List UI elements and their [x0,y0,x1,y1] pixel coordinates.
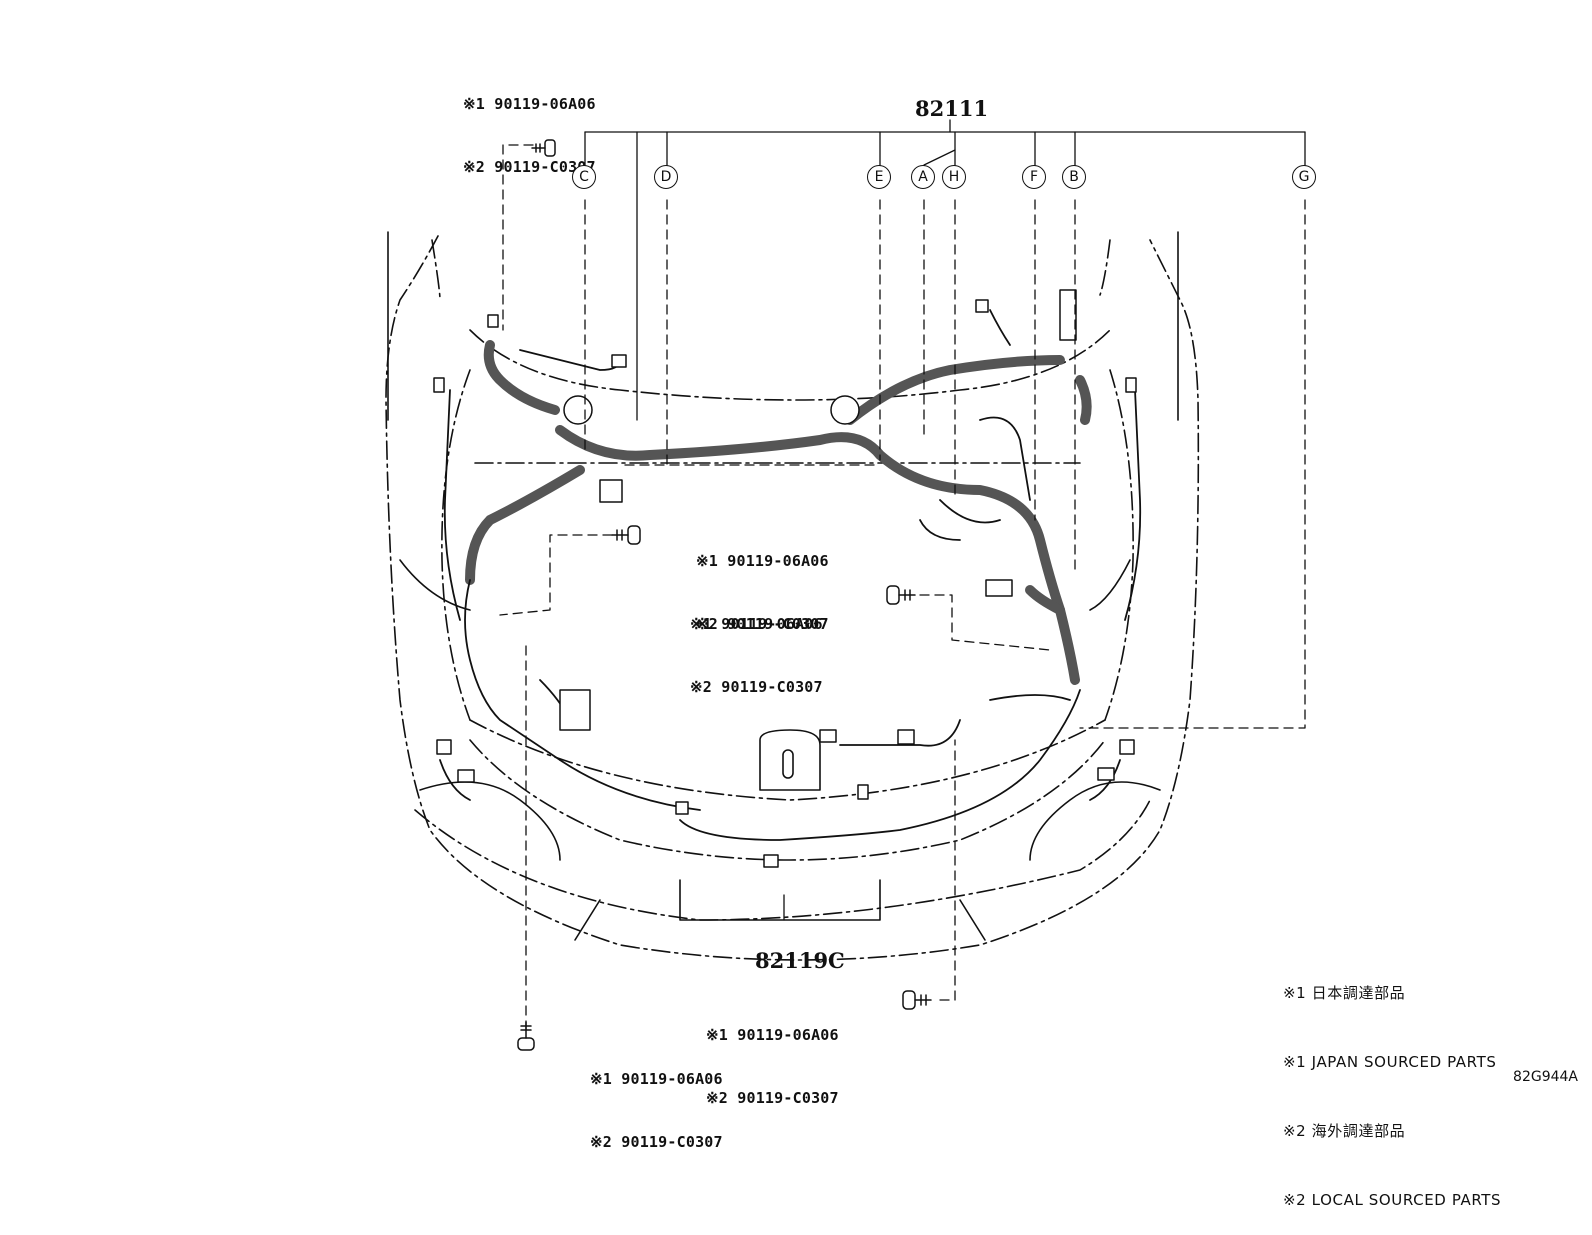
bolt-label-mid2-line2: ※2 90119-C0307 [690,678,823,696]
bolt-label-mid1: ※1 90119-06A06 ※2 90119-C0307 [696,509,829,656]
legend-line-2: ※1 JAPAN SOURCED PARTS [1283,1053,1497,1071]
bolt-icon [517,139,932,1051]
legend-line-4: ※2 LOCAL SOURCED PARTS [1283,1191,1502,1209]
bolt-icon-top [531,139,556,157]
bolt-icon-mid1 [611,525,641,545]
car-body-outline [385,235,1200,961]
car-body-solid [387,231,1179,941]
leader-lines-dashed [499,144,1306,1031]
callout-e: E [867,165,891,189]
bolt-label-top-line1: ※1 90119-06A06 [463,95,596,113]
bolt-label-lower: ※1 90119-06A06 ※2 90119-C0307 [706,983,839,1130]
bolt-label-top-line2: ※2 90119-C0307 [463,158,596,176]
connectors [433,289,1137,868]
callout-d: D [654,165,678,189]
wire-harness [465,340,1092,685]
callout-c: C [572,165,596,189]
legend-line-3: ※2 海外調達部品 [1283,1122,1406,1140]
wiring-diagram [385,119,1306,1051]
bolt-icon-mid2 [886,585,916,605]
callout-f: F [1022,165,1046,189]
bolt-label-top: ※1 90119-06A06 ※2 90119-C0307 [463,52,596,199]
bolt-label-mid1-line1: ※1 90119-06A06 [696,552,829,570]
bolt-label-bottom-line1: ※1 90119-06A06 [590,1070,723,1088]
callout-b: B [1062,165,1086,189]
legend-line-1: ※1 日本調達部品 [1283,984,1406,1002]
bolt-label-bottom-line2: ※2 90119-C0307 [590,1133,723,1151]
bolt-label-bottom: ※1 90119-06A06 ※2 90119-C0307 [590,1027,723,1174]
bolt-label-mid2: ※1 90119-06A06 ※2 90119-C0307 [690,572,823,719]
callout-a: A [911,165,935,189]
bolt-icon-bottom [517,1021,535,1051]
bolt-label-mid1-line2: ※2 90119-C0307 [696,615,829,633]
leader-lines [584,119,1306,921]
part-number-main: 82111 [915,96,989,121]
callout-g: G [1292,165,1316,189]
bolt-label-mid2-line1: ※1 90119-06A06 [690,615,823,633]
part-number-bottom: 82119C [755,948,845,973]
diagram-code: 82G944A [1513,1069,1578,1085]
bolt-label-lower-line1: ※1 90119-06A06 [706,1026,839,1044]
bolt-icon-lower [902,990,932,1010]
legend: ※1 日本調達部品 ※1 JAPAN SOURCED PARTS ※2 海外調達… [1283,936,1501,1235]
callout-h: H [942,165,966,189]
